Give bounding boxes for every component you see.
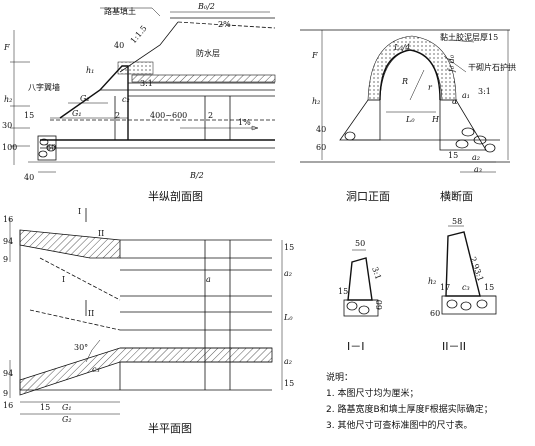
section-i-top: I <box>78 207 81 216</box>
note-item: 1. 本图尺寸均为厘米； <box>326 387 418 399</box>
dim-15-plan-right-bottom: 15 <box>284 379 294 388</box>
angle-30-label: 30° <box>74 343 88 352</box>
plan-a-label: a <box>206 275 211 284</box>
masonry-guard-label: 干砌片石护拱 <box>468 62 516 72</box>
dim-2-a: 2 <box>115 111 120 120</box>
section-ii-bottom: II <box>88 309 94 318</box>
f0-d0-label: f₀ d₀ <box>447 54 456 73</box>
dim-60-right: 60 <box>316 143 326 152</box>
g1-label: G₁ <box>72 109 82 118</box>
dim-16-top: 16 <box>3 215 13 224</box>
plan-a2-bottom: a₂ <box>284 357 292 366</box>
dim-15-plan: 15 <box>40 403 50 412</box>
notes: 说明： 1. 本图尺寸均为厘米； 2. 路基宽度B和填土厚度F根据实际确定； 3… <box>326 371 493 431</box>
dim-40-right: 40 <box>316 125 326 134</box>
g2-label: G₂ <box>80 94 90 103</box>
ratio-3-1-right: 3:1 <box>478 87 491 96</box>
half-longitudinal-section: 路基填土 B₀/2 2% F 1:1.5 防水层 八字翼墙 h₁ h₂ G₂ c… <box>2 2 276 203</box>
ratio-2-93-1: 2.93:1 <box>468 256 485 283</box>
fill-height-label: F <box>3 43 10 52</box>
dim-15-section-2: 15 <box>484 283 494 292</box>
half-plan-caption: 半平面图 <box>148 421 192 435</box>
cross-section-caption: 横断面 <box>440 189 473 203</box>
dim-15: 15 <box>24 111 34 120</box>
notes-title: 说明： <box>326 371 353 383</box>
note-item: 2. 路基宽度B和填土厚度F根据实际确定； <box>326 403 493 415</box>
section-h2-label: h₂ <box>428 277 436 286</box>
span-range-label: 400~600 <box>150 111 187 120</box>
half-b-label: B/2 <box>189 171 204 180</box>
dim-40: 40 <box>24 173 34 182</box>
dim-15-section-1: 15 <box>338 287 348 296</box>
slope-1pct-label: 1% <box>238 118 251 127</box>
half-width-label: B₀/2 <box>197 2 215 11</box>
waterproof-layer-label: 防水层 <box>196 48 220 58</box>
ratio-3-1: 3:1 <box>140 79 153 88</box>
section-i-bottom: I <box>62 275 65 284</box>
wingwall-label: 八字翼墙 <box>28 82 60 92</box>
crossfall-label: 2% <box>218 20 231 29</box>
dim-9-bottom: 9 <box>3 389 8 398</box>
l0-quarter-label: L₀/4 <box>393 43 410 52</box>
a3-label: a₃ <box>474 165 482 174</box>
dim-15-right: 15 <box>448 151 458 160</box>
dim-h-30: 30 <box>2 121 12 130</box>
dim-40-top: 40 <box>114 41 124 50</box>
section-c3-label: c₃ <box>462 283 470 292</box>
section-1-caption: I－I <box>347 340 365 353</box>
h1-label: h₁ <box>86 66 94 75</box>
half-plan: 94 16 9 I II I II a 30° c₃ 94 9 16 15 G₁… <box>3 207 294 435</box>
plan-g2-label: G₂ <box>62 415 72 424</box>
dim-15-plan-right: 15 <box>284 243 294 252</box>
h2-label-right: h₂ <box>312 97 320 106</box>
radius-small-r-label: r <box>428 83 433 92</box>
section-2-caption: II－II <box>442 340 466 353</box>
ratio-3-1-section: 3:1 <box>370 266 383 281</box>
dim-9-top: 9 <box>3 255 8 264</box>
plan-g1-label: G₁ <box>62 403 72 412</box>
c2-label: c₂ <box>122 95 130 104</box>
dim-100: 100 <box>2 143 17 152</box>
h2-label: h₂ <box>4 95 12 104</box>
radius-r-label: R <box>401 77 408 86</box>
a2-label: a₂ <box>472 153 480 162</box>
fill-height-label-right: F <box>311 51 318 60</box>
dim-94-top: 94 <box>3 237 13 246</box>
plan-a2-top: a₂ <box>284 269 292 278</box>
dim-2-b: 2 <box>208 111 213 120</box>
dim-50: 50 <box>355 239 365 248</box>
roadbed-fill-label: 路基填土 <box>104 6 136 16</box>
plan-c3-label: c₃ <box>92 365 100 374</box>
dim-94-bottom: 94 <box>3 369 13 378</box>
dim-58: 58 <box>452 217 462 226</box>
dim-16-bottom: 16 <box>3 401 13 410</box>
portal-front-caption: 洞口正面 <box>346 190 390 203</box>
longitudinal-section-caption: 半纵剖面图 <box>148 189 203 203</box>
note-item: 3. 其他尺寸可查标准图中的尺寸表。 <box>326 419 472 431</box>
a1-label: a₁ <box>462 91 470 100</box>
section-details: 50 3:1 15 60 I－I 58 2.93:1 h₂ 17 c₃ 15 6… <box>338 217 497 353</box>
dim-60-section-1: 60 <box>375 300 384 310</box>
clay-layer-label: 黏土胶泥层厚15 <box>440 32 498 42</box>
alpha-label: α <box>452 97 458 106</box>
section-ii-top: II <box>98 229 104 238</box>
dim-60-left: 60 <box>46 143 56 152</box>
portal-and-cross-section: F L₀/4 黏土胶泥层厚15 干砌片石护拱 f₀ d₀ R r α a₁ 3:… <box>300 29 516 203</box>
l0-label: L₀ <box>405 115 415 124</box>
dim-17: 17 <box>440 283 450 292</box>
dim-60-section-2: 60 <box>430 309 440 318</box>
plan-l0-label: L₀ <box>283 313 293 322</box>
h-label: H <box>431 115 440 124</box>
slope-ratio-label: 1:1.5 <box>129 24 149 46</box>
